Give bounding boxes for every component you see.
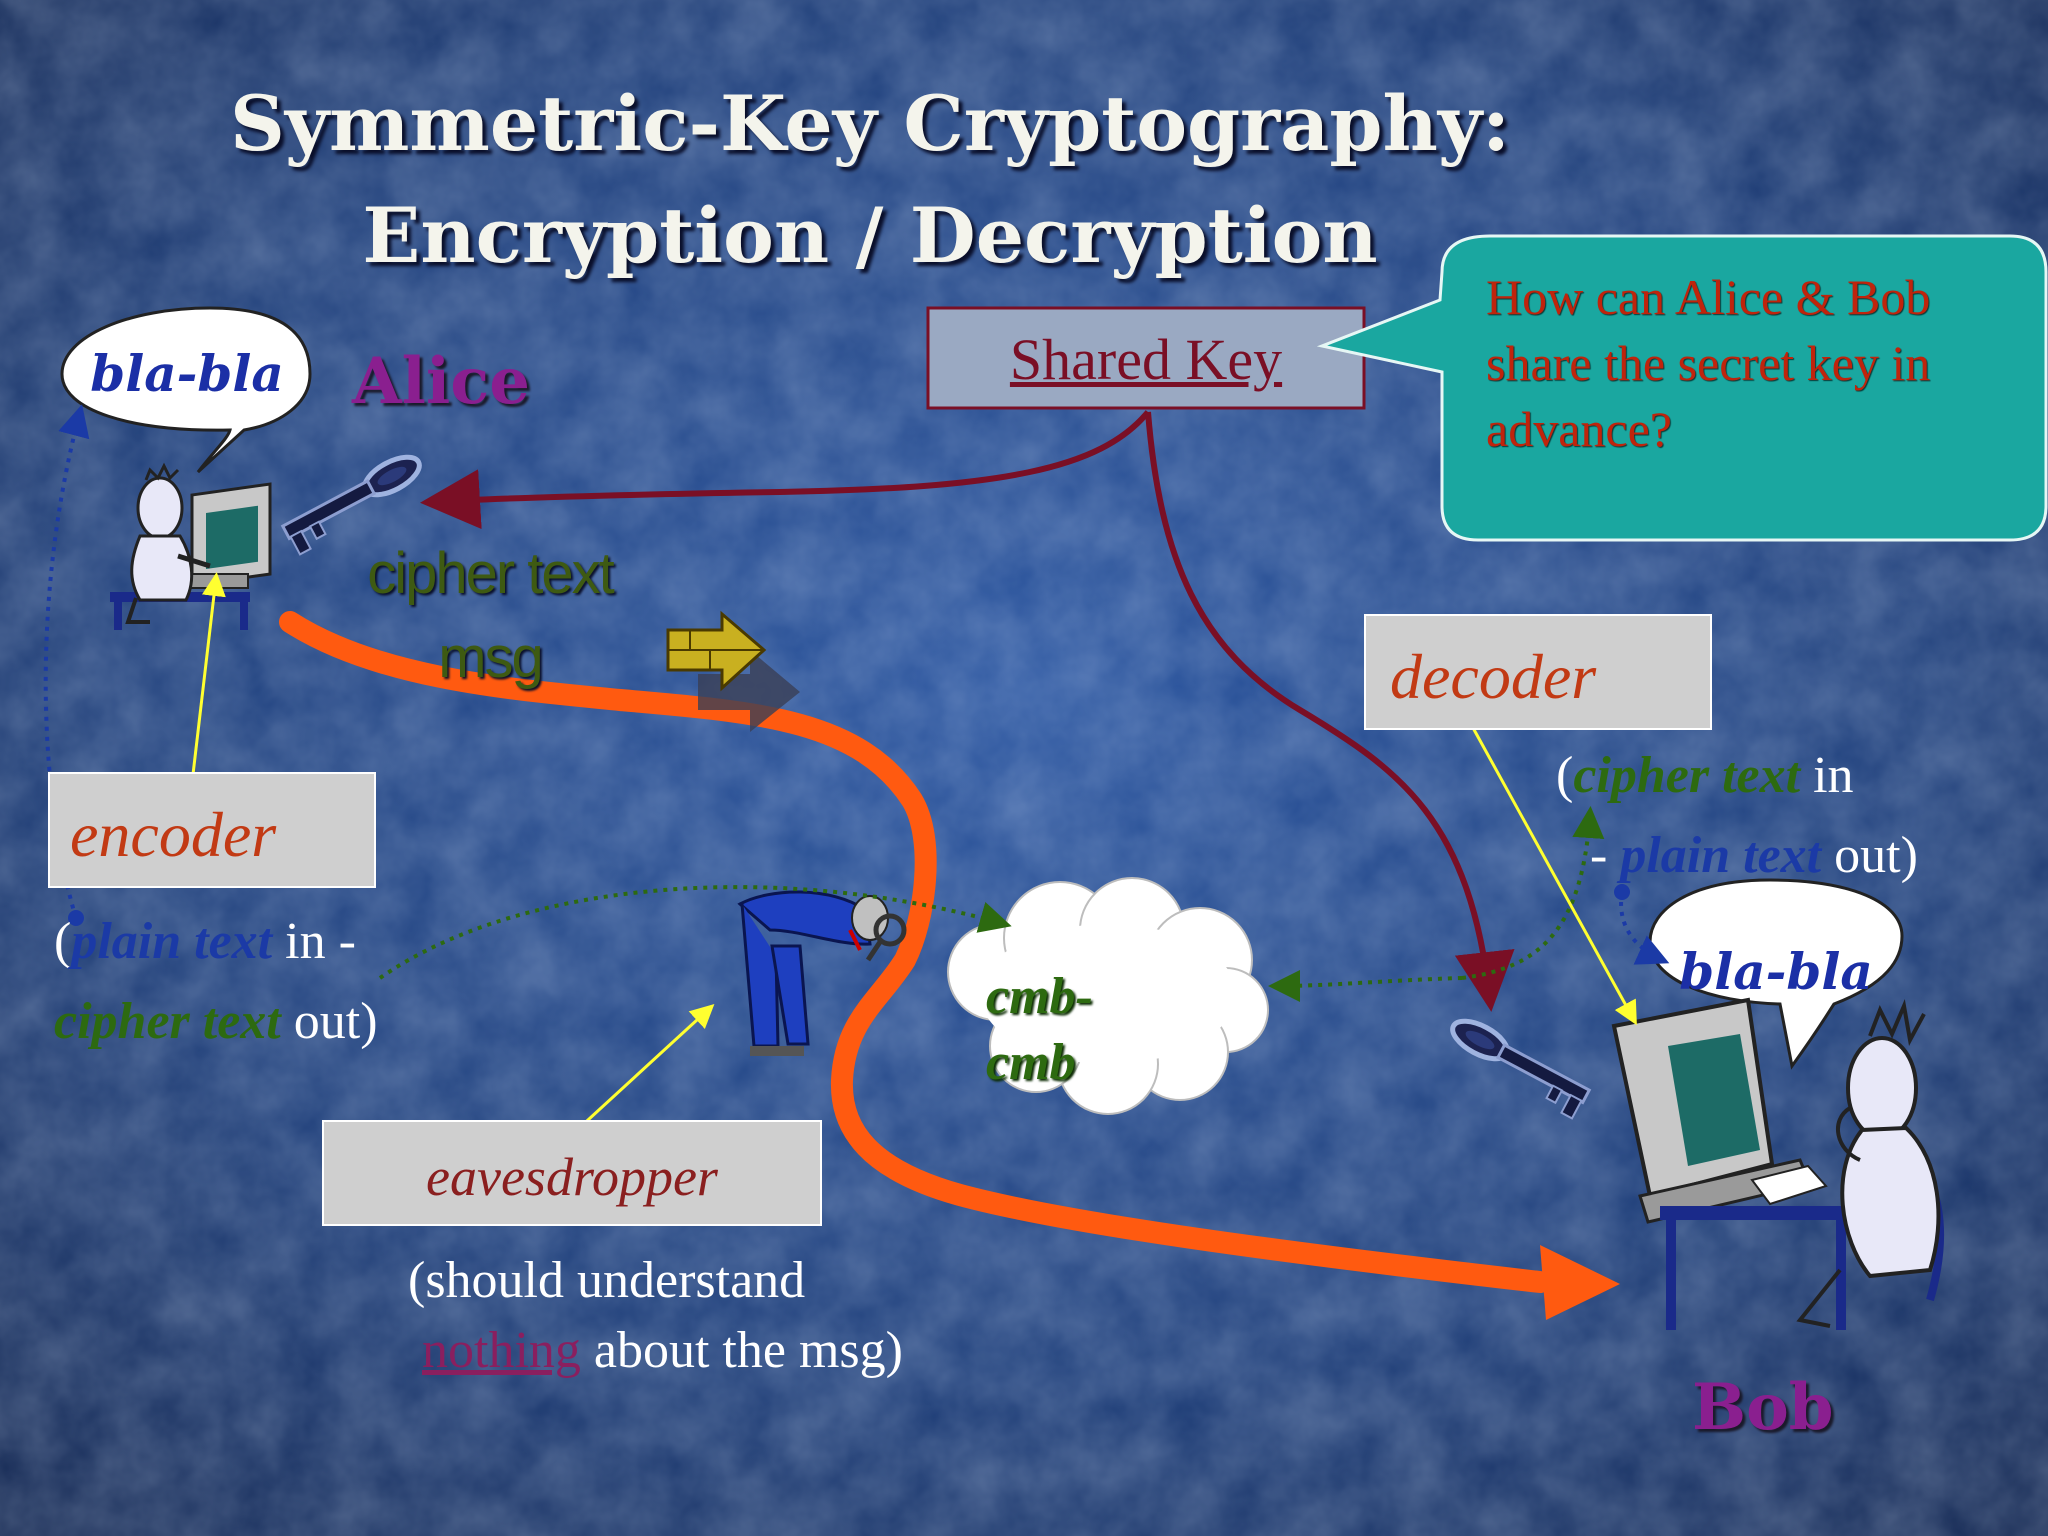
decoder-box: decoder: [1364, 614, 1712, 730]
encoder-box: encoder: [48, 772, 376, 888]
channel-label-line1: cipher text: [367, 541, 615, 606]
cipher-in-dotted-arrow: [1461, 806, 1605, 980]
channel-label: cipher text msg: [340, 532, 640, 700]
cloud-text-line2: cmb: [986, 1034, 1076, 1091]
callout-bubble: [1316, 234, 2048, 542]
channel-label-line2: msg: [438, 625, 544, 690]
eavesdropper-pointer: [562, 1003, 715, 1144]
encoder-label: encoder: [70, 799, 277, 870]
eaves-desc-rest: about the msg): [580, 1322, 903, 1379]
encoder-desc-open: (: [54, 913, 72, 970]
decoder-desc-open: (: [1556, 747, 1574, 804]
cipher-path-arrowhead: [1540, 1245, 1620, 1320]
decoder-desc-dash: -: [1590, 827, 1621, 884]
decoder-pointer: [1470, 725, 1637, 1026]
title-line-2: Encryption / Decryption: [362, 191, 1378, 280]
alice-speech-bubble: [60, 306, 312, 474]
decoder-desc-cipher: cipher text: [1573, 747, 1801, 804]
slide-title: Symmetric-Key Cryptography: Encryption /…: [0, 68, 1740, 292]
encoder-desc-cipher: cipher text: [54, 993, 281, 1050]
eavesdropper-box: eavesdropper: [322, 1120, 822, 1226]
shared-key-to-bob-arrow: [1145, 411, 1515, 1012]
eaves-desc-nothing: nothing: [422, 1322, 581, 1379]
alice-label: Alice: [352, 344, 530, 419]
cloud-text-line1: cmb-: [986, 968, 1093, 1025]
decoder-desc-in: in: [1800, 747, 1854, 804]
cloud-text: cmb- cmb: [986, 964, 1093, 1096]
decoder-desc-out: out): [1821, 827, 1918, 884]
encoder-description: (plain text in - cipher text out): [54, 902, 514, 1062]
shared-key-label: Shared Key: [1009, 327, 1283, 392]
bob-speech-bubble: [1648, 878, 1904, 1070]
callout-text: How can Alice & Bob share the secret key…: [1486, 269, 1931, 457]
decoder-desc-plain: plain text: [1620, 827, 1822, 884]
eavesdropper-figure-icon: [737, 890, 907, 1056]
alice-bubble-text: bla-bla: [90, 344, 284, 403]
eavesdropper-description: (should understand nothing about the msg…: [408, 1246, 968, 1386]
bob-bubble-text: bla-bla: [1679, 942, 1873, 1001]
plain-out-dotted-arrow: [1619, 891, 1670, 965]
bob-person-at-computer-icon: [1611, 997, 1944, 1330]
shared-key-to-alice-arrow: [420, 410, 1151, 530]
arrow-icon: [666, 610, 800, 732]
eavesdropper-label: eavesdropper: [426, 1147, 718, 1207]
encoder-desc-in: in -: [272, 913, 356, 970]
shared-key-box: [926, 306, 1366, 410]
encoder-desc-out: out): [280, 993, 378, 1050]
decoder-description: (cipher text in - plain text out): [1556, 736, 2036, 896]
encoder-pointer: [188, 572, 226, 801]
bob-label: Bob: [1692, 1370, 1834, 1445]
alice-person-at-computer-icon: [110, 462, 272, 630]
cipher-message-path: [279, 611, 1551, 1293]
decoder-label: decoder: [1390, 641, 1597, 712]
cloud-icon: [947, 877, 1269, 1115]
title-line-1: Symmetric-Key Cryptography:: [229, 79, 1511, 168]
plain-text-dot: [68, 910, 84, 926]
eaves-desc-line1: (should understand: [408, 1252, 806, 1309]
plain-out-dot: [1614, 884, 1630, 900]
plain-text-dotted-arrow: [43, 404, 90, 919]
encoder-desc-plain: plain text: [71, 913, 273, 970]
